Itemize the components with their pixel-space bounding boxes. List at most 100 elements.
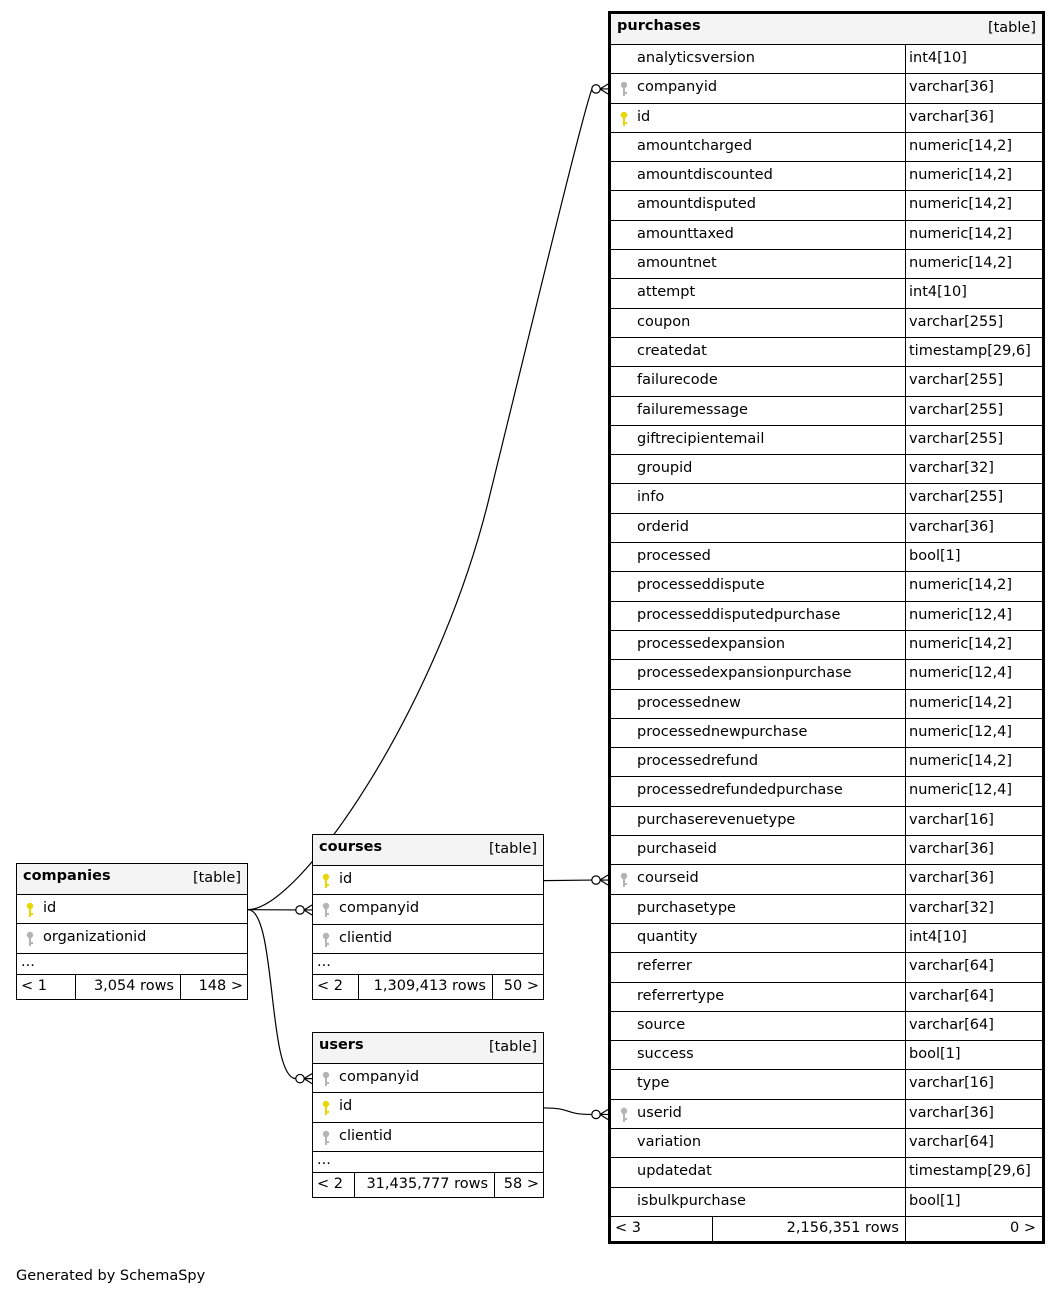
column-name: id [637,108,651,125]
column-row[interactable]: id [313,866,543,896]
parents-link-cell[interactable]: < 1 [17,975,75,999]
parents-link-cell[interactable]: < 3 [611,1217,712,1241]
children-link[interactable]: 50 > [503,977,539,994]
parents-link[interactable]: < 1 [21,977,47,994]
column-type: varchar[32] [909,460,994,477]
column-name: clientid [339,929,393,946]
more-columns-row[interactable]: ... [17,954,247,975]
children-link-cell[interactable]: 50 > [492,974,545,999]
parents-link[interactable]: < 3 [615,1219,641,1236]
column-row[interactable]: clientid [313,925,543,954]
table-header[interactable]: purchases [table] [611,14,1042,45]
parents-link-cell[interactable]: < 2 [313,975,358,999]
table-name[interactable]: courses [319,839,383,855]
more-columns-row[interactable]: ... [313,1152,543,1173]
table-kind: [table] [987,20,1036,36]
column-name: organizationid [43,929,147,946]
table-name[interactable]: users [319,1037,364,1053]
column-row[interactable]: organizationid [17,924,247,954]
column-type: numeric[14,2] [909,167,1012,184]
children-link[interactable]: 148 > [198,977,243,994]
column-name: amountdiscounted [637,167,773,184]
children-link-cell[interactable]: 0 > [905,1216,1042,1241]
column-type-cell: varchar[36] [905,513,1042,543]
parents-link[interactable]: < 2 [317,1175,343,1192]
column-type-cell: bool[1] [905,543,1042,572]
parents-link[interactable]: < 2 [317,977,343,994]
column-name: processedexpansionpurchase [637,665,852,682]
row-count: 2,156,351 rows [786,1219,899,1236]
children-link-cell[interactable]: 148 > [180,974,249,999]
parents-link-cell[interactable]: < 2 [313,1173,354,1197]
table-name[interactable]: purchases [617,18,701,34]
column-row[interactable]: companyid [313,1064,543,1094]
column-name: referrer [637,958,692,975]
table-header[interactable]: courses[table] [313,835,543,866]
column-row[interactable]: clientid [313,1123,543,1152]
column-type: varchar[36] [909,518,994,535]
children-link-cell[interactable]: 58 > [494,1172,545,1197]
column-name: attempt [637,284,696,301]
column-name: companyid [339,900,420,917]
table-header[interactable]: users[table] [313,1033,543,1064]
children-link[interactable]: 0 > [1010,1219,1036,1236]
column-row[interactable]: id [17,895,247,925]
more-columns-row[interactable]: ... [313,954,543,975]
column-row[interactable]: id [313,1093,543,1123]
table-header[interactable]: companies[table] [17,864,247,895]
column-row[interactable]: amountdiscounted numeric[14,2] [611,162,1042,192]
relationship-line [247,88,593,911]
column-type-cell: numeric[14,2] [905,191,1042,220]
children-link[interactable]: 58 > [503,1175,539,1192]
column-row[interactable]: companyid [313,895,543,925]
column-name: purchaserevenuetype [637,811,796,828]
table-name[interactable]: companies [23,868,111,884]
column-type: numeric[12,4] [909,782,1012,799]
column-name: companyid [637,79,718,96]
